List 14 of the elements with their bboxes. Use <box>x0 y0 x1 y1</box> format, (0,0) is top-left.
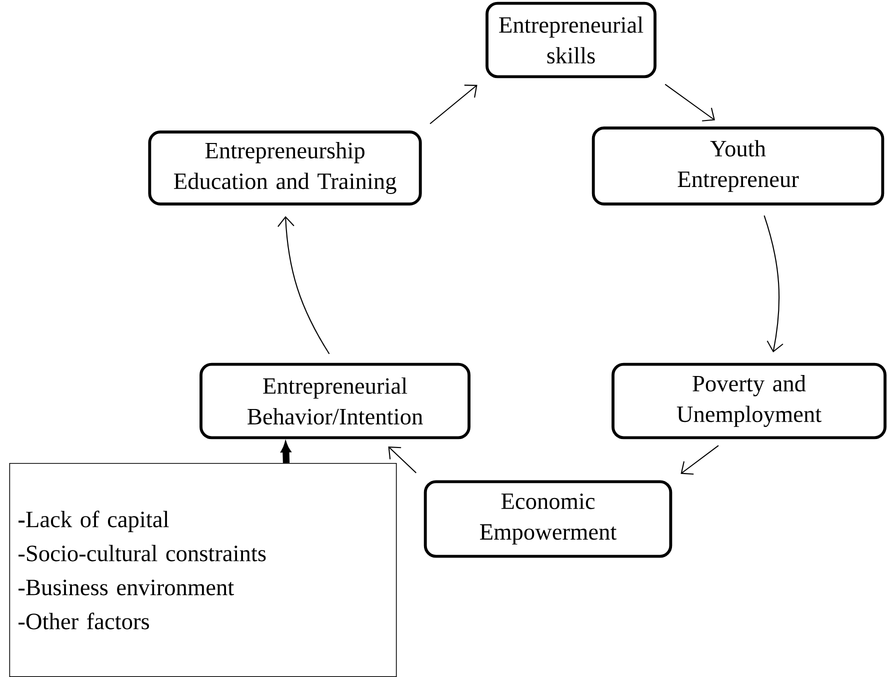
process-box: Entrepreneurial Behavior/Intention <box>200 362 470 440</box>
process-box: Poverty and Unemployment <box>612 362 886 440</box>
arrow <box>680 445 719 475</box>
process-box: Entrepreneurial skills <box>486 2 656 78</box>
factors-box: -Lack of capital -Socio-cultural constraints -Business environment -Other factors <box>9 462 397 677</box>
process-box: Economic Empowerment <box>424 480 672 558</box>
arrow <box>430 84 478 124</box>
arrow <box>278 216 330 354</box>
arrow <box>388 446 416 474</box>
arrow <box>664 84 715 122</box>
process-box: Entrepreneurship Education and Training <box>148 130 422 206</box>
arrow <box>281 442 291 464</box>
arrow <box>764 215 784 352</box>
process-box: Youth Entrepreneur <box>592 126 884 206</box>
